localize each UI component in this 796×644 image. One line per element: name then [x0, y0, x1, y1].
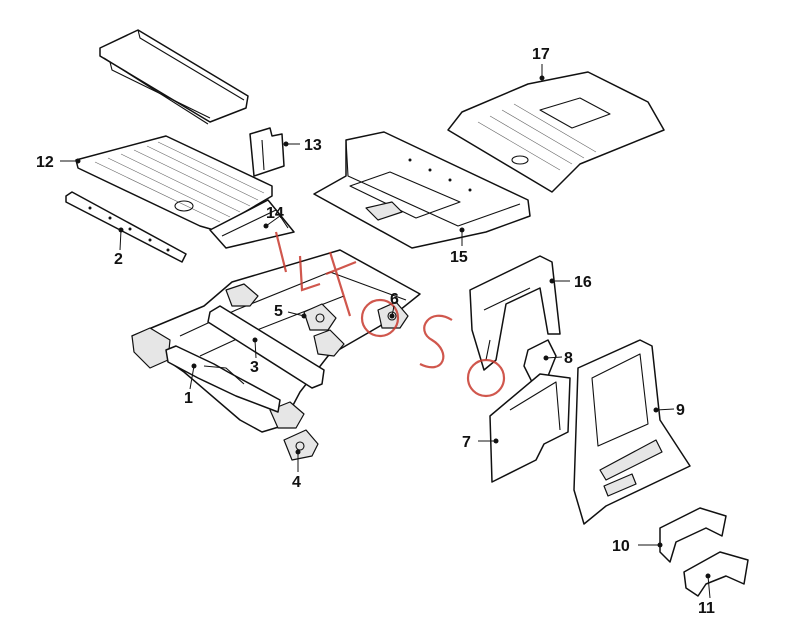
callout-2: 2: [114, 251, 123, 268]
callout-14: 14: [266, 205, 284, 222]
callout-5: 5: [274, 303, 283, 320]
part-16-pillar: [469, 255, 561, 371]
callout-12: 12: [36, 154, 54, 171]
part-15-centre-floor: [313, 131, 531, 249]
part-10-wheel-arch: [659, 507, 727, 563]
callout-1: 1: [184, 390, 193, 407]
part-4-mount: [283, 429, 319, 461]
callout-6: 6: [390, 291, 399, 308]
callout-8: 8: [564, 350, 573, 367]
callout-10: 10: [612, 538, 630, 555]
part-9-side-panel: [573, 339, 691, 525]
callout-3: 3: [250, 359, 259, 376]
part-7-inner-panel: [489, 373, 571, 483]
callout-16: 16: [574, 274, 592, 291]
callout-17: 17: [532, 46, 550, 63]
part-2-trim-strip: [65, 191, 187, 263]
part-11-wheel-arch: [683, 551, 749, 597]
part-1-crossmember: [165, 345, 281, 413]
part-cargo-cover: [99, 29, 249, 125]
callout-11: 11: [698, 600, 715, 617]
part-5-mount: [303, 303, 337, 331]
callout-15: 15: [450, 249, 468, 266]
callout-4: 4: [292, 474, 301, 491]
leader-lines: [60, 64, 711, 599]
callout-7: 7: [462, 434, 471, 451]
part-13-bracket: [249, 127, 285, 177]
part-3-crossmember: [207, 305, 325, 389]
watermark: [274, 231, 506, 398]
callout-labels: 1 2 3 4 5 6 7 8 9 10 11 12 13 14 15 16 1…: [36, 46, 715, 617]
part-14-floor-rail: [209, 199, 295, 249]
callout-13: 13: [304, 137, 322, 154]
part-12-floor-mat: [75, 135, 273, 231]
callout-9: 9: [676, 402, 685, 419]
part-17-rear-floor: [447, 71, 665, 193]
